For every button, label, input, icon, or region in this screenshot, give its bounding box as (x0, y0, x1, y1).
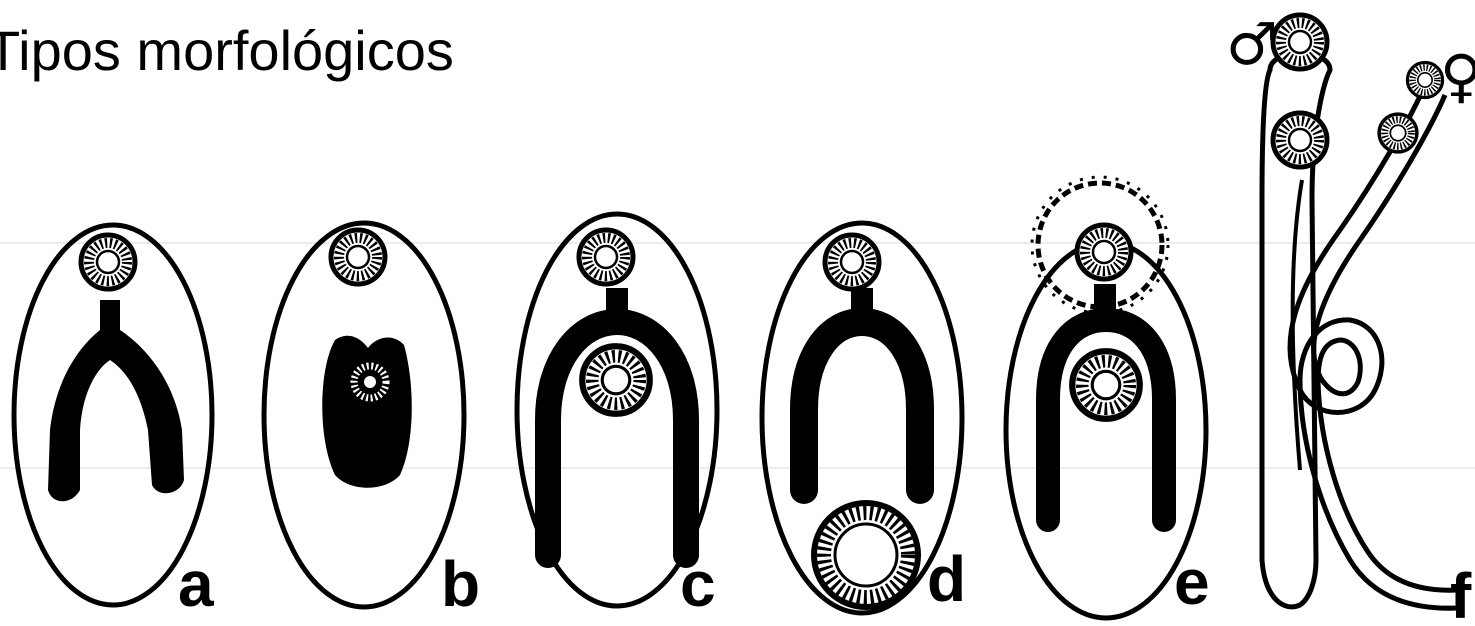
tube-outline-inner (1314, 95, 1458, 590)
tube-nucleus (1379, 114, 1417, 152)
chromatin-mass (48, 300, 184, 501)
nucleus (331, 230, 385, 284)
female-symbol: ♀ (1440, 42, 1475, 110)
panel-label-d: d (927, 543, 966, 615)
panel-b (264, 223, 464, 607)
inner-strand (1293, 180, 1302, 470)
panel-label-c: c (680, 548, 716, 620)
panel-f (1262, 15, 1458, 608)
nucleus (81, 235, 135, 289)
nucleus-top (1273, 15, 1327, 69)
nucleus (1077, 225, 1131, 279)
panel-label-e: e (1174, 546, 1210, 618)
panel-label-a: a (178, 548, 214, 620)
male-symbol: ♂ (1226, 10, 1278, 78)
tube-tip-nucleus (1407, 62, 1442, 97)
horseshoe-body (804, 322, 920, 490)
nucleus-middle (1273, 113, 1327, 167)
basal-nucleus (814, 503, 918, 607)
panel-label-f: f (1450, 560, 1472, 626)
nucleus (579, 230, 633, 284)
chromatin-mass (322, 336, 412, 488)
panel-label-b: b (441, 548, 480, 620)
inner-nucleus (582, 346, 650, 414)
inner-nucleus (1072, 351, 1140, 419)
nucleus (825, 235, 879, 289)
